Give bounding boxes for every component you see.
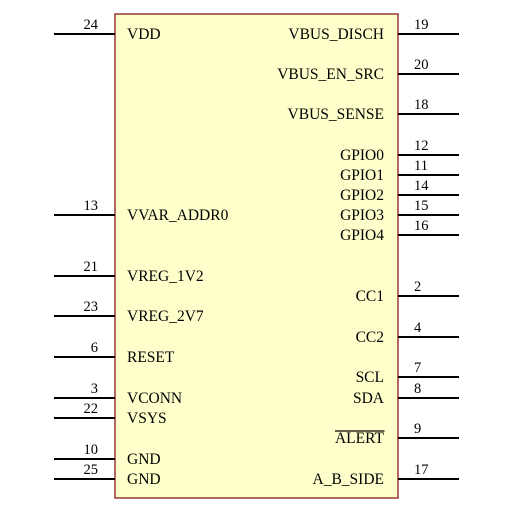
pin-number: 22	[84, 401, 99, 417]
pin-number: 9	[414, 421, 421, 437]
pin-name: VDD	[127, 26, 161, 43]
pin-name: CC2	[356, 329, 384, 346]
pin-name: GPIO3	[340, 207, 384, 224]
pin-number: 13	[84, 198, 99, 214]
pin-name: VBUS_SENSE	[288, 106, 384, 123]
pin-number: 17	[414, 462, 429, 478]
pin-name: VVAR_ADDR0	[127, 207, 229, 224]
pin-name: VREG_2V7	[127, 308, 204, 325]
pin-name: GND	[127, 471, 161, 488]
pin-number: 3	[91, 381, 98, 397]
pin-name: VBUS_DISCH	[288, 26, 384, 43]
pin-name: GPIO0	[340, 147, 384, 164]
pin-number: 2	[414, 279, 421, 295]
pin-number: 23	[84, 299, 99, 315]
pin-number: 18	[414, 97, 429, 113]
pin-number: 21	[84, 259, 99, 275]
pin-name: VBUS_EN_SRC	[277, 66, 384, 83]
pin-name: ALERT	[335, 430, 385, 447]
pin-name: VSYS	[127, 410, 167, 427]
pin-number: 20	[414, 57, 429, 73]
pin-name: A_B_SIDE	[313, 471, 384, 488]
ic-body	[114, 13, 399, 499]
pin-number: 8	[414, 381, 421, 397]
pin-number: 25	[84, 462, 99, 478]
pin-name: GPIO2	[340, 187, 384, 204]
pin-name: SCL	[356, 369, 384, 386]
pin-a-b-side-17: 17A_B_SIDE	[313, 462, 459, 488]
pin-number: 4	[414, 320, 422, 336]
pin-number: 12	[414, 138, 429, 154]
pin-name: RESET	[127, 349, 175, 366]
pin-name: GND	[127, 451, 161, 468]
pin-name: VCONN	[127, 390, 182, 407]
pin-number: 11	[414, 158, 428, 174]
pin-number: 14	[414, 178, 429, 194]
pin-number: 6	[91, 340, 98, 356]
pin-number: 16	[414, 218, 429, 234]
pin-name: CC1	[356, 288, 384, 305]
pin-number: 24	[84, 17, 99, 33]
pin-name: GPIO4	[340, 227, 384, 244]
pin-name: VREG_1V2	[127, 268, 204, 285]
pin-name: SDA	[353, 390, 385, 407]
pin-number: 7	[414, 360, 421, 376]
pin-number: 15	[414, 198, 429, 214]
pin-name: GPIO1	[340, 167, 384, 184]
pin-number: 19	[414, 17, 429, 33]
pin-number: 10	[84, 442, 99, 458]
